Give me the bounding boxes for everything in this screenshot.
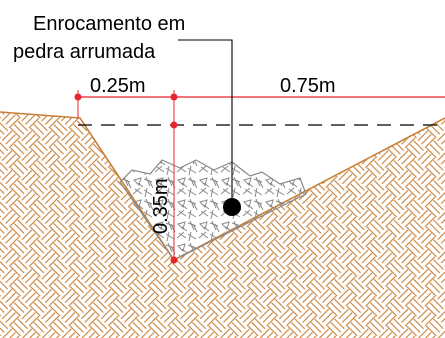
callout-label-line-2: pedra arrumada (13, 41, 156, 63)
dimension-right-width: 0.75m (280, 75, 336, 97)
dimension-lines (74, 90, 445, 264)
callout-label-line-1: Enrocamento em (33, 13, 185, 35)
callout-leader (178, 39, 233, 206)
dimension-depth: 0.35m (150, 178, 172, 234)
callout-point-marker (223, 198, 241, 216)
dimension-left-width: 0.25m (90, 75, 146, 97)
